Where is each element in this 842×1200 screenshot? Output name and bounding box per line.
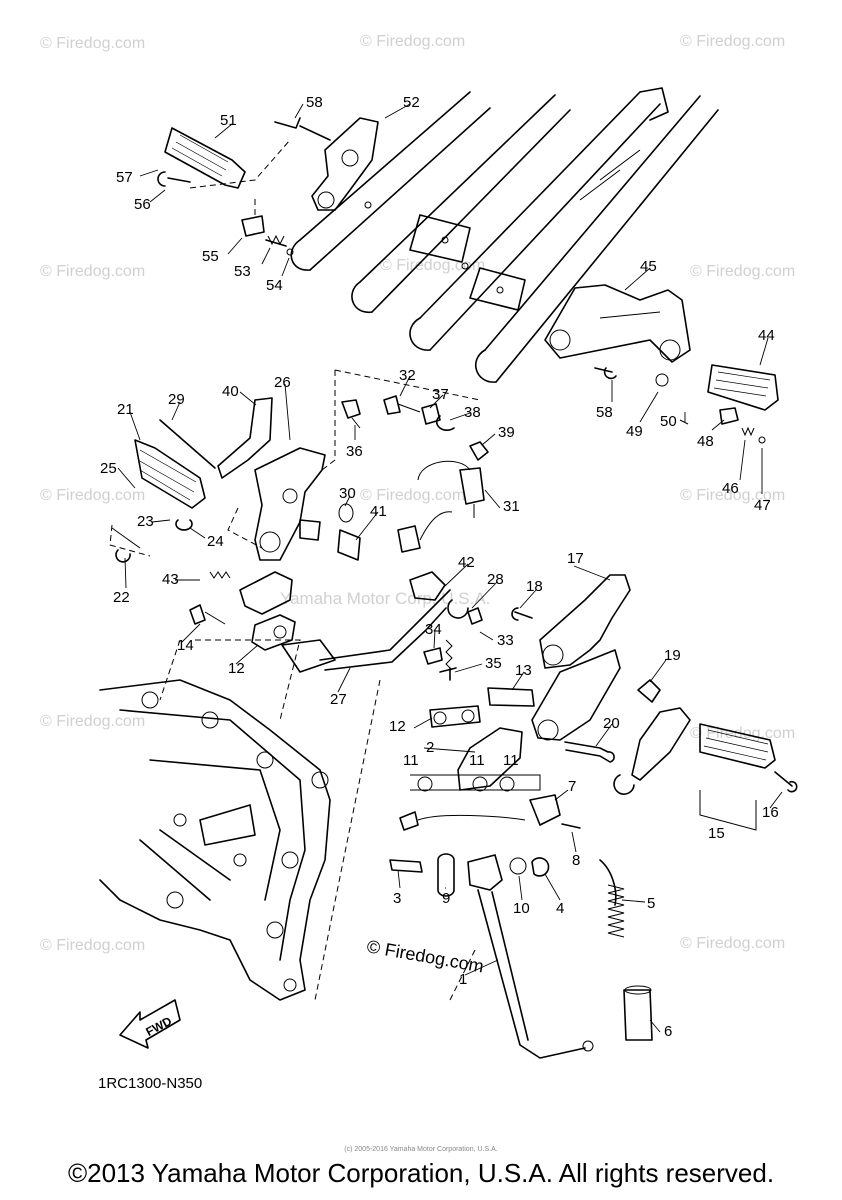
part-label-11a: 11 [403, 752, 419, 769]
part-label-3: 3 [393, 890, 401, 907]
watermark: © Firedog.com [360, 487, 465, 504]
tiny-notice: (c) 2005-2016 Yamaha Motor Corporation, … [344, 1146, 498, 1153]
part-label-22: 22 [113, 589, 130, 606]
part-label-15: 15 [708, 825, 725, 842]
part-label-25: 25 [100, 460, 117, 477]
rear-frame-drawing [290, 87, 719, 383]
watermark: © Firedog.com [40, 937, 145, 954]
part-label-29: 29 [168, 391, 185, 408]
part-label-54: 54 [266, 277, 283, 294]
watermark: © Firedog.com [680, 487, 785, 504]
part-label-58a: 58 [306, 94, 323, 111]
part-label-6: 6 [664, 1023, 672, 1040]
part-label-20: 20 [603, 715, 620, 732]
part-label-11b: 11 [469, 752, 485, 769]
watermark: © Firedog.com [680, 935, 785, 952]
part-label-28: 28 [487, 571, 504, 588]
part-label-31: 31 [503, 498, 520, 515]
part-label-46: 46 [722, 480, 739, 497]
forward-arrow-icon: FWD [119, 999, 181, 1049]
part-label-8: 8 [572, 852, 580, 869]
part-label-51: 51 [220, 112, 237, 129]
watermark: © Firedog.com [40, 35, 145, 52]
part-label-43: 43 [162, 571, 179, 588]
part-label-52: 52 [403, 94, 420, 111]
front-right-footrest-drawing [511, 574, 798, 831]
part-label-13: 13 [515, 662, 532, 679]
part-labels: 1 2 3 4 5 6 7 8 9 10 11 11 11 12 12 13 1… [100, 94, 779, 1040]
part-label-26: 26 [274, 374, 291, 391]
part-label-34: 34 [425, 621, 442, 638]
watermark: © Firedog.com [40, 487, 145, 504]
watermark: © Firedog.com [40, 713, 145, 730]
part-label-36: 36 [346, 443, 363, 460]
part-label-57: 57 [116, 169, 133, 186]
part-label-39: 39 [498, 424, 515, 441]
part-label-38: 38 [464, 404, 481, 421]
part-label-35: 35 [485, 655, 502, 672]
part-label-47: 47 [754, 497, 771, 514]
watermark: © Firedog.com [40, 263, 145, 280]
front-left-footrest-drawing [109, 397, 451, 673]
sidestand-drawing [314, 679, 653, 1059]
leader-lines [117, 103, 783, 1033]
part-label-2: 2 [426, 739, 434, 756]
part-label-12b: 12 [389, 718, 406, 735]
part-label-24: 24 [207, 533, 224, 550]
watermark-group: © Firedog.com © Firedog.com © Firedog.co… [40, 33, 795, 954]
part-label-41: 41 [370, 503, 387, 520]
part-label-50: 50 [660, 413, 677, 430]
part-label-33: 33 [497, 632, 514, 649]
diagram-code: 1RC1300-N350 [98, 1075, 202, 1092]
part-label-44: 44 [758, 327, 775, 344]
watermark: © Firedog.com [680, 33, 785, 50]
watermark: © Firedog.com [380, 257, 485, 274]
part-label-7: 7 [568, 778, 576, 795]
part-label-37: 37 [432, 386, 449, 403]
part-label-40: 40 [222, 383, 239, 400]
part-label-53: 53 [234, 263, 251, 280]
part-label-18: 18 [526, 578, 543, 595]
part-label-5: 5 [647, 895, 655, 912]
part-label-56: 56 [134, 196, 151, 213]
part-label-1: 1 [459, 971, 467, 988]
part-label-45: 45 [640, 258, 657, 275]
watermark: © Firedog.com [360, 33, 465, 50]
part-label-10: 10 [513, 900, 530, 917]
part-label-12a: 12 [228, 660, 245, 677]
part-label-17: 17 [567, 550, 584, 567]
brake-switch-drawing [321, 369, 489, 681]
part-label-4: 4 [556, 900, 564, 917]
part-label-11c: 11 [503, 752, 519, 769]
main-frame-drawing [99, 639, 331, 1001]
part-label-55: 55 [202, 248, 219, 265]
part-label-30: 30 [339, 485, 356, 502]
part-label-14: 14 [177, 637, 194, 654]
copyright-notice: ©2013 Yamaha Motor Corporation, U.S.A. A… [67, 1158, 775, 1188]
part-label-19: 19 [664, 647, 681, 664]
part-label-42: 42 [458, 554, 475, 571]
part-label-58b: 58 [596, 404, 613, 421]
watermark: © Firedog.com [690, 263, 795, 280]
rear-right-footrest-drawing [544, 284, 779, 444]
part-label-21: 21 [117, 401, 134, 418]
part-label-49: 49 [626, 423, 643, 440]
part-label-32: 32 [399, 367, 416, 384]
part-label-48: 48 [697, 433, 714, 450]
part-label-9: 9 [442, 890, 450, 907]
part-label-16: 16 [762, 804, 779, 821]
part-label-27: 27 [330, 691, 347, 708]
part-label-23: 23 [137, 513, 154, 530]
faint-watermark: Yamaha Motor Corp. U.S.A. [280, 589, 490, 608]
rear-left-footrest-drawing [157, 117, 379, 256]
